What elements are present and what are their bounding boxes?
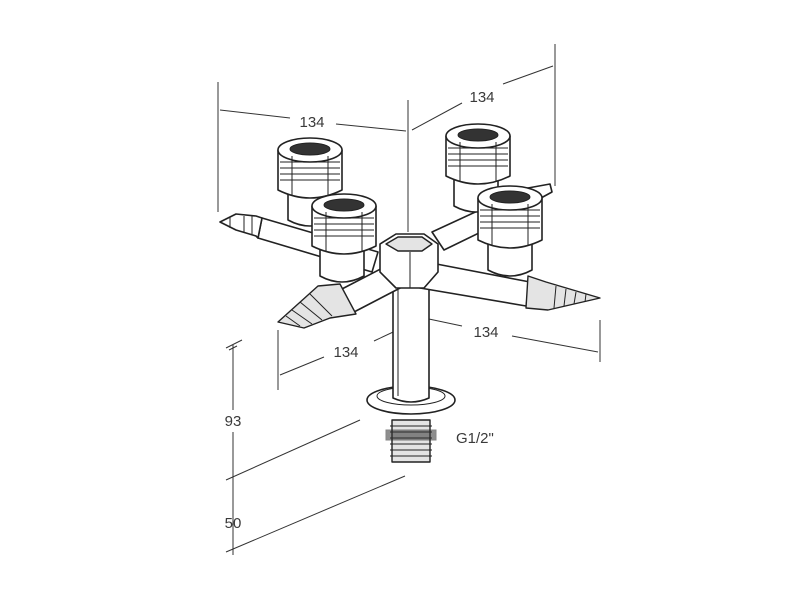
dim-label-bottom-left: 134 (333, 344, 358, 361)
dimension-top-left (217, 82, 409, 232)
dim-label-top-right: 134 (469, 89, 494, 106)
valve-center-hub (379, 233, 439, 289)
valve-knob-front-right[interactable] (477, 185, 543, 277)
dimension-top-right (411, 44, 556, 186)
thread-size-label: G1/2" (456, 430, 494, 447)
dim-label-height-lower: 50 (225, 515, 242, 532)
dim-label-height-upper: 93 (225, 413, 242, 430)
valve-knob-back-right[interactable] (445, 123, 511, 213)
dimension-bottom-right (407, 305, 601, 362)
dim-label-top-left: 134 (299, 114, 324, 131)
valve-knob-front-left[interactable] (311, 193, 377, 283)
valve-stem (366, 285, 456, 463)
dim-label-bottom-right: 134 (473, 324, 498, 341)
valve-knob-back-left[interactable] (277, 137, 343, 227)
dimension-vertical-height (225, 339, 406, 555)
